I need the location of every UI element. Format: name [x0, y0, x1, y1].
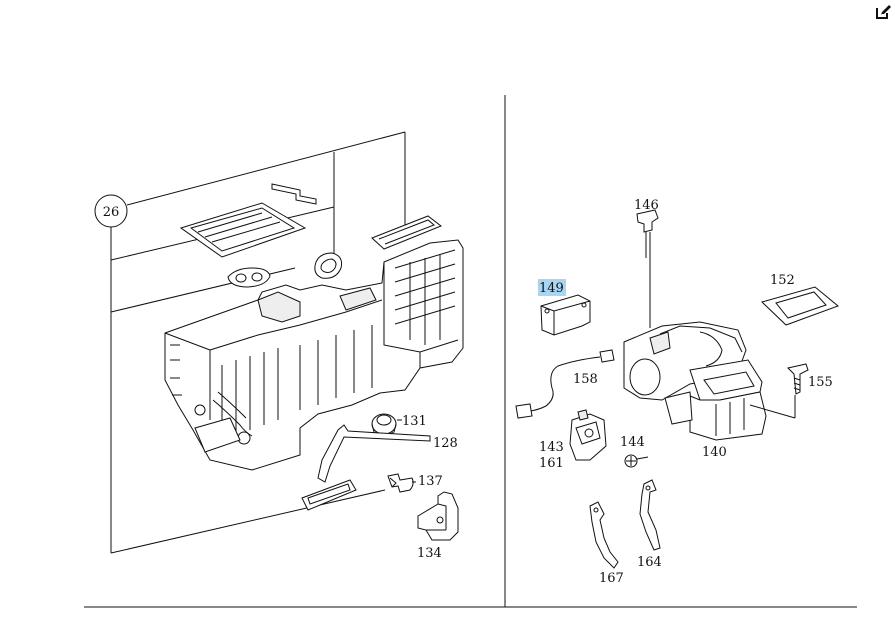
- callout-161[interactable]: 161: [539, 456, 564, 471]
- callout-26[interactable]: 26: [94, 194, 128, 228]
- callout-131[interactable]: 131: [402, 414, 427, 429]
- heater-box: [164, 239, 464, 471]
- callout-143[interactable]: 143: [539, 440, 564, 455]
- lever-164: [639, 479, 661, 551]
- lever-167: [589, 501, 619, 569]
- clip-part: [271, 183, 317, 205]
- callout-128[interactable]: 128: [433, 436, 458, 451]
- edit-icon: [876, 5, 891, 19]
- callout-144[interactable]: 144: [620, 435, 645, 450]
- callout-164[interactable]: 164: [637, 555, 662, 570]
- seal-152: [761, 286, 839, 326]
- edit-button[interactable]: [874, 3, 892, 21]
- wire-harness-158: [515, 349, 615, 419]
- callout-149[interactable]: 149: [539, 281, 564, 296]
- callout-137[interactable]: 137: [418, 474, 443, 489]
- callout-146[interactable]: 146: [634, 198, 659, 213]
- grommet-131: [371, 413, 397, 436]
- callout-155[interactable]: 155: [808, 375, 833, 390]
- callout-152[interactable]: 152: [770, 273, 795, 288]
- control-module-149: [540, 294, 591, 336]
- oval-seal: [227, 267, 271, 288]
- sensor-146: [636, 209, 659, 328]
- duct-seal: [301, 479, 357, 511]
- callout-158[interactable]: 158: [573, 372, 598, 387]
- ring-seal: [314, 252, 343, 279]
- screw-137: [387, 473, 414, 493]
- bracket-134: [417, 491, 459, 541]
- filter-frame-seal: [179, 202, 307, 258]
- screw-155: [787, 363, 809, 395]
- blower-housing: [623, 321, 796, 441]
- hose-128: [317, 424, 431, 483]
- bulb-144: [624, 454, 649, 468]
- callout-167[interactable]: 167: [599, 571, 624, 586]
- actuator-143: [569, 409, 607, 461]
- highlight-149: [538, 279, 566, 296]
- callout-134[interactable]: 134: [417, 546, 442, 561]
- callout-140[interactable]: 140: [702, 445, 727, 460]
- callout-26-label: 26: [103, 205, 120, 220]
- seal-strip: [371, 215, 442, 250]
